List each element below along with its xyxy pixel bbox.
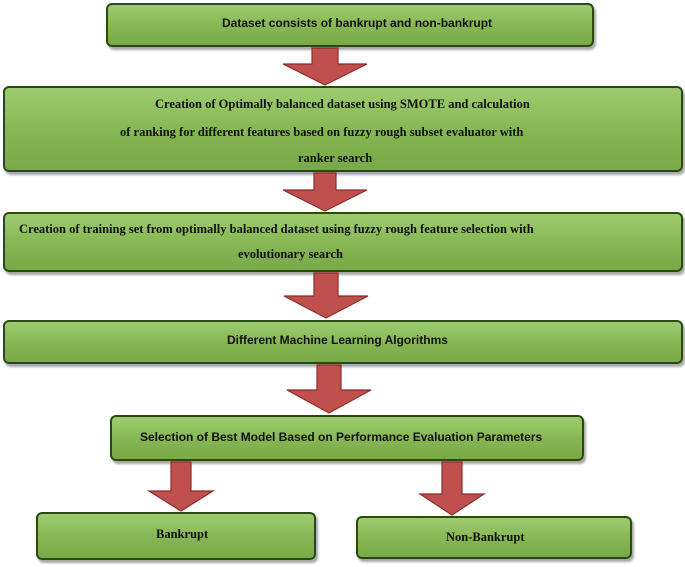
node-dataset-line-1: Dataset consists of bankrupt and non-ban… xyxy=(222,16,493,30)
arrow-selection-to-nonbankrupt xyxy=(417,461,487,517)
arrow-training-to-ml xyxy=(281,272,371,320)
node-dataset: Dataset consists of bankrupt and non-ban… xyxy=(106,3,594,47)
node-nonbankrupt-line-1: Non-Bankrupt xyxy=(446,530,525,544)
node-bankrupt-line-1: Bankrupt xyxy=(156,527,209,541)
arrow-smote-to-training xyxy=(280,172,370,213)
node-smote-line-1: Creation of Optimally balanced dataset u… xyxy=(155,97,530,111)
node-selection-line-1: Selection of Best Model Based on Perform… xyxy=(140,430,543,444)
node-smote-line-3: ranker search xyxy=(298,151,373,165)
node-training-line-1: Creation of training set from optimally … xyxy=(19,222,534,236)
arrow-selection-to-bankrupt xyxy=(146,461,216,513)
node-training: Creation of training set from optimally … xyxy=(3,212,683,272)
node-training-line-2: evolutionary search xyxy=(238,247,343,261)
arrow-dataset-to-smote xyxy=(280,47,370,87)
node-ml: Different Machine Learning Algorithms xyxy=(3,320,683,364)
arrow-ml-to-selection xyxy=(284,364,374,415)
node-nonbankrupt: Non-Bankrupt xyxy=(356,516,632,559)
node-smote-line-2: of ranking for different features based … xyxy=(120,125,524,139)
node-ml-line-1: Different Machine Learning Algorithms xyxy=(227,333,448,347)
node-bankrupt: Bankrupt xyxy=(36,512,316,560)
node-smote: Creation of Optimally balanced dataset u… xyxy=(3,86,683,172)
node-selection: Selection of Best Model Based on Perform… xyxy=(110,415,584,461)
